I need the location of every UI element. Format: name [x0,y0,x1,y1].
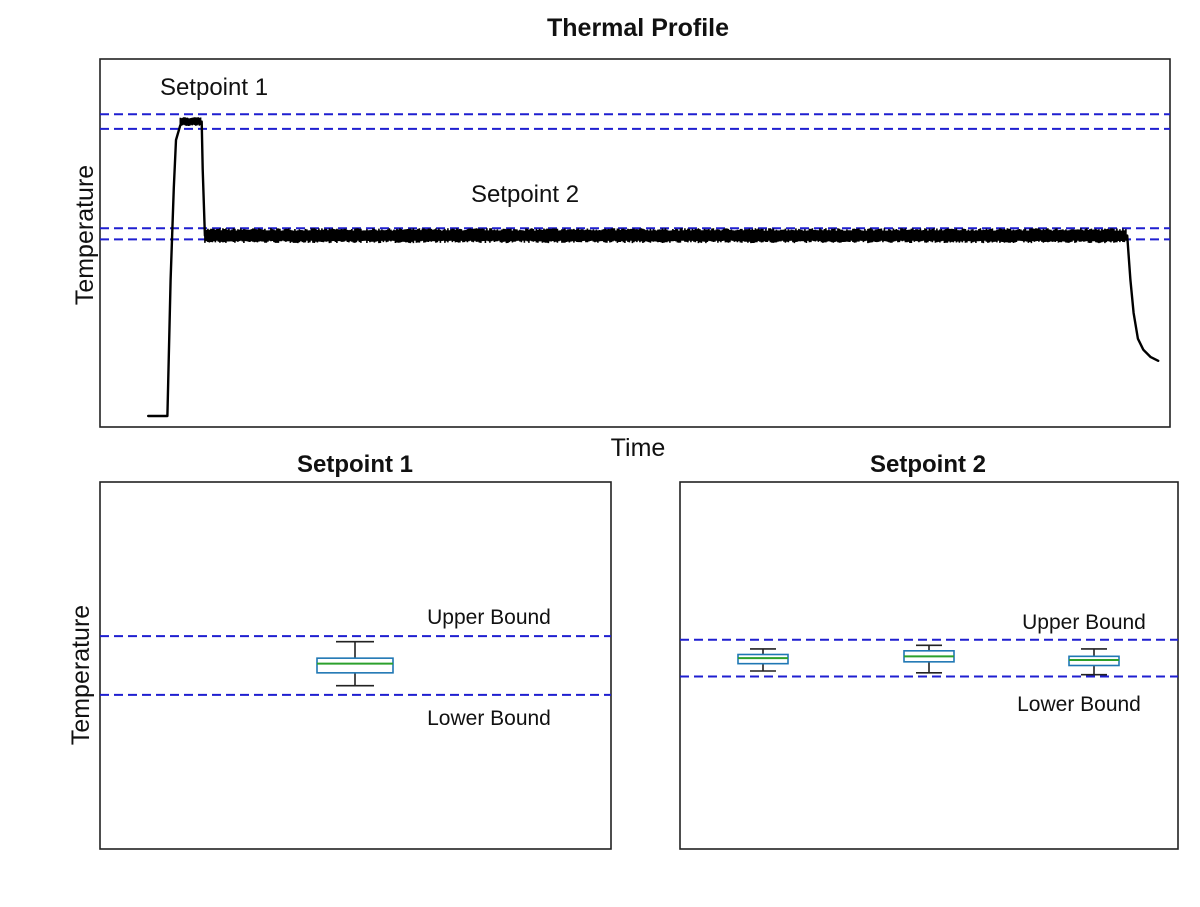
setpoint-2-box-3 [1068,648,1120,676]
setpoint-2-plot-frame [679,481,1179,850]
x-axis-label: Time [611,434,666,462]
setpoint-2-box-1 [737,648,789,672]
setpoint-2-title: Setpoint 2 [870,451,986,478]
setpoint-1-box-1 [316,640,394,687]
chart-title: Thermal Profile [547,14,729,42]
setpoint-1-bound-lines [100,635,611,696]
setpoint-2-lower-bound-label: Lower Bound [1017,693,1141,716]
setpoint-2-panel: Setpoint 2 Upper Bound Lower Bound [679,451,1179,850]
setpoint-1-panel: Setpoint 1 Upper Bound Lower Bound Tempe… [67,451,612,850]
setpoint-2-box-2 [903,644,955,674]
setpoint-1-upper-bound-label: Upper Bound [427,606,551,629]
setpoint-1-box-1-iqr-box [316,657,394,674]
setpoint-1-lower-bound-label: Lower Bound [427,707,551,730]
setpoint-1-boxplots [316,640,394,687]
setpoint-1-y-axis-label: Temperature [67,605,95,745]
temperature-trace [146,117,1160,418]
setpoint-2-annotation: Setpoint 2 [471,181,579,208]
y-axis-label: Temperature [71,165,99,305]
setpoint-2-upper-bound-label: Upper Bound [1022,611,1146,634]
setpoint-bound-lines [100,113,1170,241]
setpoint-2-boxplots [737,644,1120,676]
setpoint-1-annotation: Setpoint 1 [160,74,268,101]
setpoint-1-title: Setpoint 1 [297,451,413,478]
setpoint-2-bound-lines [680,638,1178,678]
setpoint-1-plot-frame [99,481,612,850]
plot-area-frame [99,58,1171,428]
temperature-trace-line [146,120,1160,418]
thermal-profile-panel: Thermal Profile Setpoint 1 Setpoint 2 Ti… [71,14,1171,462]
